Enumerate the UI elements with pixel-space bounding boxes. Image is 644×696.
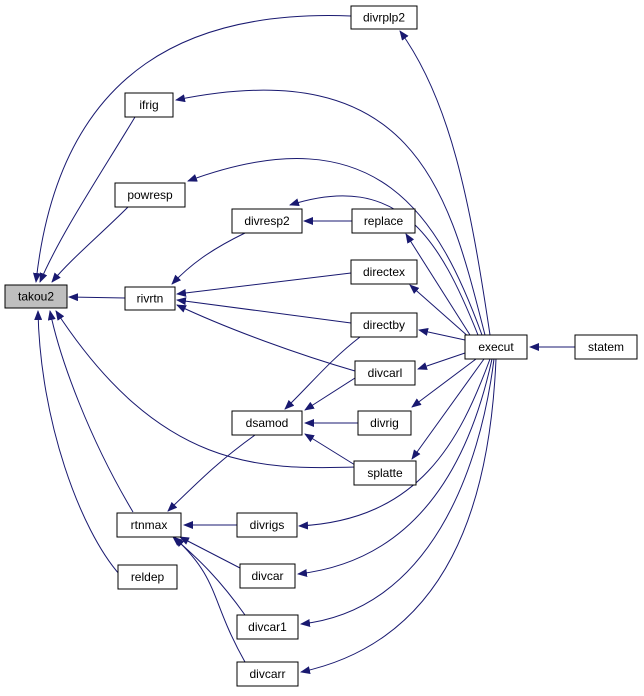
edge-dsamod-to-rtnmax [167,434,256,512]
node-divrig-box [357,410,412,436]
node-divrigs-label: divrigs [250,518,285,532]
node-divrigs[interactable]: divrigs [236,512,298,538]
node-rivrtn-box [124,286,176,311]
edge-divresp2-to-rivrtn [171,232,246,285]
node-divcar-box [239,563,296,589]
node-directby-box [350,312,418,338]
edge-splatte-to-dsamod [304,433,356,466]
node-divresp2-label: divresp2 [244,214,290,228]
edge-execut-to-divcar [297,358,493,577]
edge-execut-to-divcarr [300,358,497,675]
edge-divcar1-to-rtnmax [172,536,246,616]
node-splatte-label: splatte [367,466,403,480]
node-directex[interactable]: directex [350,259,418,285]
node-replace-box [351,208,416,234]
edge-execut-to-ifrig [175,89,486,336]
node-rtnmax[interactable]: rtnmax [116,512,182,538]
node-divcarl-label: divcarl [368,366,403,380]
edge-directex-to-rivrtn [176,272,352,297]
node-dsamod[interactable]: dsamod [231,410,303,436]
edge-splatte-to-takou2 [55,310,357,469]
edge-divcar-to-rtnmax [179,536,241,569]
node-rivrtn[interactable]: rivrtn [124,286,176,311]
node-divcar1-label: divcar1 [248,620,287,634]
edge-divrplp2-to-takou2 [32,15,352,283]
node-divcarl-box [354,360,416,386]
edge-directby-to-rivrtn [176,297,352,324]
node-rtnmax-label: rtnmax [131,518,168,532]
edge-rivrtn-to-takou2 [68,293,126,302]
node-ifrig-label: ifrig [139,98,158,112]
edge-execut-to-divcar1 [300,358,495,627]
edge-rtnmax-to-takou2 [47,310,134,513]
node-execut[interactable]: execut [464,334,528,360]
node-statem[interactable]: statem [574,334,638,360]
edge-execut-to-powresp [187,158,483,336]
node-reldep[interactable]: reldep [117,564,178,590]
node-divcar[interactable]: divcar [239,563,296,589]
node-rtnmax-box [116,512,182,538]
node-divrplp2-box [350,5,418,30]
edge-execut-to-replace [405,233,471,336]
edge-execut-to-directby [418,328,466,341]
node-divrig[interactable]: divrig [357,410,412,436]
node-dsamod-label: dsamod [246,416,289,430]
node-divcarl[interactable]: divcarl [354,360,416,386]
node-replace-label: replace [364,214,404,228]
edge-divcarl-to-dsamod [304,377,356,411]
node-replace[interactable]: replace [351,208,416,234]
node-divcar1-box [236,614,299,640]
edge-execut-to-divrigs [298,358,491,530]
node-divcarr[interactable]: divcarr [236,661,299,687]
node-directby[interactable]: directby [350,312,418,338]
node-divcar1[interactable]: divcar1 [236,614,299,640]
node-ifrig[interactable]: ifrig [124,92,174,118]
edge-ifrig-to-takou2 [39,116,136,283]
edge-execut-to-divcarl [417,352,466,370]
node-powresp[interactable]: powresp [114,182,186,208]
node-statem-box [574,334,638,360]
node-takou2[interactable]: takou2 [4,284,68,309]
node-divresp2[interactable]: divresp2 [231,208,303,234]
node-execut-box [464,334,528,360]
node-divcarr-box [236,661,299,687]
node-statem-label: statem [588,340,624,354]
node-ifrig-box [124,92,174,118]
edge-execut-to-splatte [411,358,485,460]
node-reldep-label: reldep [131,570,165,584]
edge-execut-to-directex [409,284,471,339]
node-divcarr-label: divcarr [249,667,285,681]
node-powresp-box [114,182,186,208]
node-divrigs-box [236,512,298,538]
node-divrplp2-label: divrplp2 [363,11,405,25]
edge-execut-to-divrplp2 [399,30,491,336]
edge-execut-to-divrig [411,358,477,408]
edge-divcarl-to-rivrtn [176,304,356,372]
node-powresp-label: powresp [127,188,173,202]
edge-directby-to-dsamod [284,336,361,410]
edge-powresp-to-takou2 [51,206,129,283]
node-splatte-box [353,460,417,486]
node-rivrtn-label: rivrtn [137,292,164,306]
node-divresp2-box [231,208,303,234]
edge-divcarr-to-rtnmax [174,537,246,663]
node-execut-label: execut [478,340,514,354]
node-takou2-label: takou2 [18,290,54,304]
node-divcar-label: divcar [251,569,283,583]
node-directex-label: directex [363,265,405,279]
node-directex-box [350,259,418,285]
node-divrplp2[interactable]: divrplp2 [350,5,418,30]
edge-reldep-to-takou2 [34,310,121,576]
node-reldep-box [117,564,178,590]
node-divrig-label: divrig [370,416,399,430]
node-directby-label: directby [363,318,405,332]
node-splatte[interactable]: splatte [353,460,417,486]
node-takou2-box [4,284,68,309]
nodes-layer: takou2 divrplp2 ifrig powresp divresp2 replac… [4,5,638,687]
node-dsamod-box [231,410,303,436]
